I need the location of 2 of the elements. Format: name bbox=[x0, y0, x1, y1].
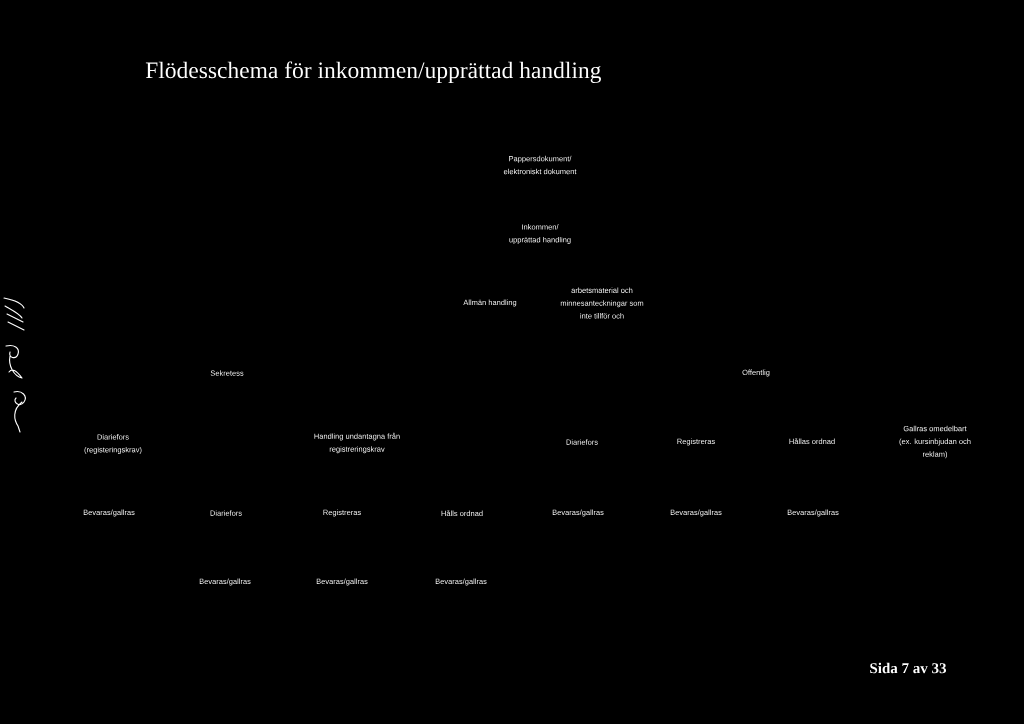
page-number: Sida 7 av 33 bbox=[870, 662, 947, 674]
title: Flödesschema för inkommen/upprättad handling bbox=[145, 61, 601, 84]
